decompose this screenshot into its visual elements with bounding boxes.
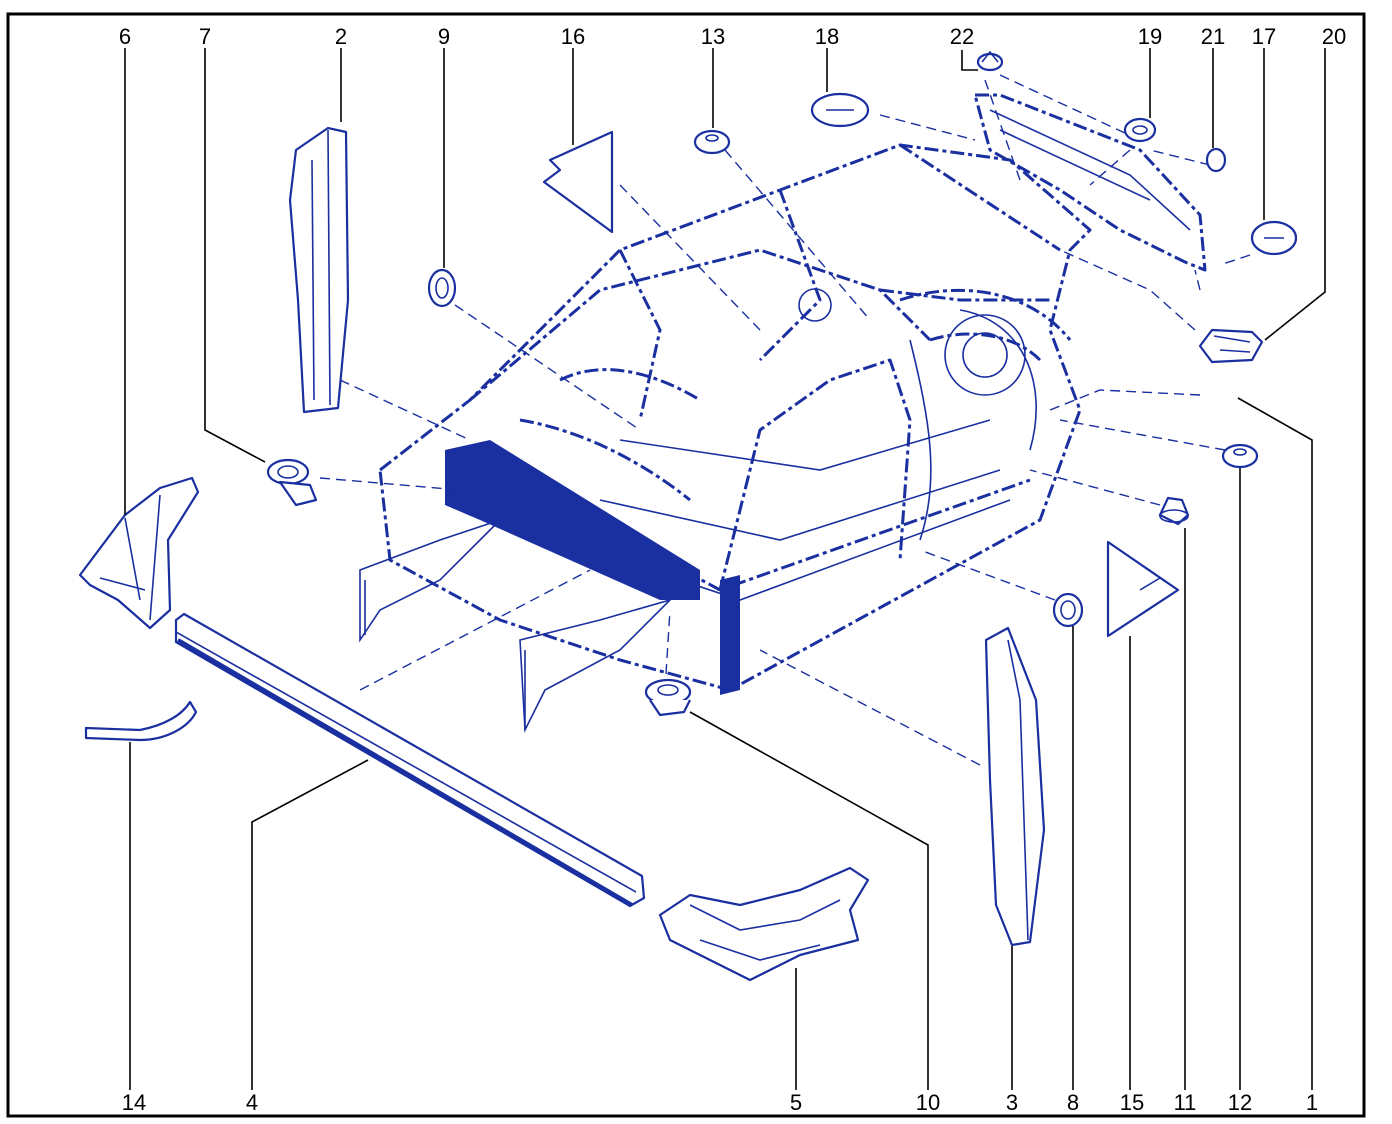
callout-4: 4 [246,1090,258,1115]
part-8-plug [1052,592,1084,628]
part-9-plug [427,268,457,308]
rear-panel-assembly [973,93,1207,272]
part-19-grommet [1123,117,1157,143]
leader-lines [124,48,1326,1090]
part-6-wheelhouse-baffle [78,476,200,630]
callout-19: 19 [1138,24,1162,49]
callout-labels: 6 7 2 9 16 13 18 22 19 21 17 20 14 4 5 1… [119,24,1346,1115]
part-20-rear-bracket [1198,328,1264,364]
callout-11: 11 [1174,1090,1197,1115]
part-22-clip [976,50,1004,72]
part-13-plug [693,129,731,155]
assembly-guide-lines [319,74,1251,766]
callout-3: 3 [1006,1090,1018,1115]
callout-2: 2 [335,24,347,49]
part-4-sill-beam [174,612,646,908]
callout-14: 14 [122,1090,146,1115]
part-14-bracket-strip [84,700,198,742]
part-3-pillar-filler [984,626,1046,947]
diagram-border [6,12,1366,1118]
callout-20: 20 [1322,24,1346,49]
callout-9: 9 [438,24,450,49]
callout-22: 22 [950,24,974,49]
part-17-oval-plug [1250,220,1298,256]
part-10-grommet [644,678,692,717]
callout-18: 18 [815,24,839,49]
car-body-shell [359,143,1092,734]
part-15-sound-pad [1106,540,1180,638]
part-18-oval-plug [810,92,870,128]
callout-21: 21 [1201,24,1225,49]
part-21-plug [1205,147,1227,173]
callout-8: 8 [1067,1090,1079,1115]
callout-13: 13 [701,24,725,49]
callout-17: 17 [1252,24,1276,49]
part-12-plug [1221,443,1259,469]
part-11-clip [1158,496,1190,526]
part-5-floor-insulator [658,866,870,982]
part-2-pillar-filler [288,126,350,414]
part-7-grommet [266,458,318,507]
callout-6: 6 [119,24,131,49]
callout-1: 1 [1306,1090,1318,1115]
part-16-sound-pad [542,130,614,234]
callout-10: 10 [916,1090,940,1115]
callout-15: 15 [1120,1090,1144,1115]
callout-12: 12 [1228,1090,1252,1115]
callout-5: 5 [790,1090,802,1115]
callout-7: 7 [199,24,211,49]
callout-16: 16 [561,24,585,49]
